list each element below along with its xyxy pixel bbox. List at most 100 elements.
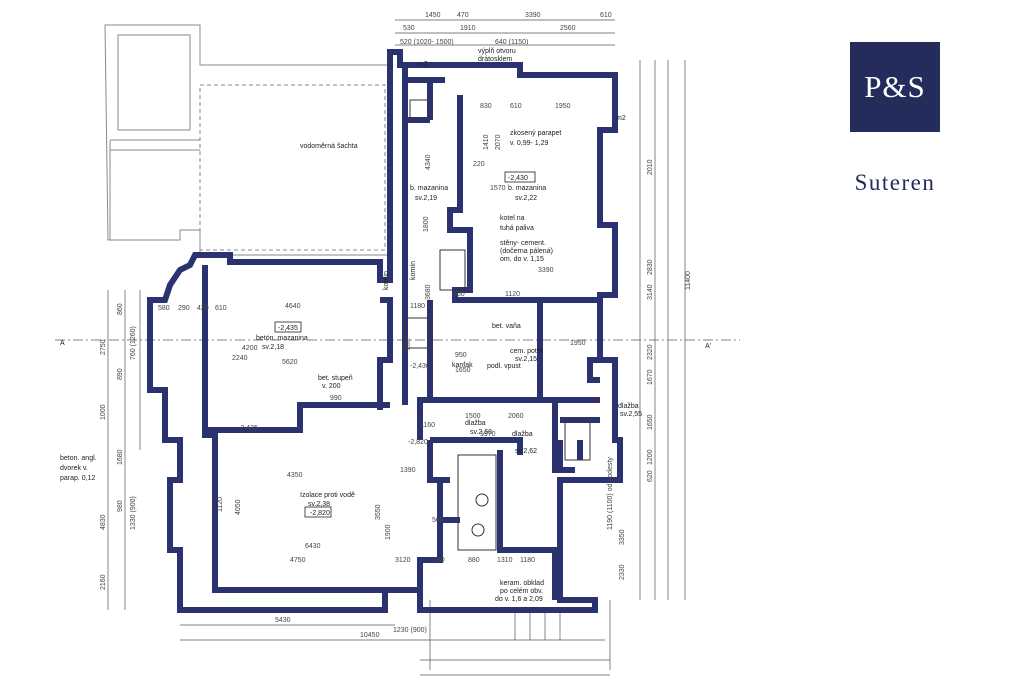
dim-right: 1670 [647, 369, 654, 385]
room-label: kanfak [452, 362, 473, 369]
dim-inner: 220 [473, 161, 485, 168]
shaft-fixture [409, 99, 429, 121]
dim-inner: 1310 [497, 557, 513, 564]
dim-bottom: 1180 [520, 557, 535, 564]
room-label: zkosený parapet [510, 130, 561, 137]
dim-right: 2830 [647, 259, 654, 275]
dim-inner: 610 [510, 103, 522, 110]
dim-left: 4830 [100, 514, 107, 530]
room-label: sv.2,15 [515, 356, 537, 363]
dim-lines-right [639, 60, 686, 600]
dim-top: 3390 [525, 12, 541, 19]
dim-inner: 1120 [217, 497, 224, 512]
dim-top: 640 (1150) [495, 39, 528, 46]
room-label: betón. mazanina [256, 335, 308, 342]
room-label: -2,820 [310, 510, 330, 517]
room-label: v. 200 [322, 383, 341, 390]
room-label: beton. angl. [60, 455, 97, 462]
misc-label: komín [383, 271, 390, 290]
brand-logo: P&S [850, 42, 940, 132]
room-label: dvorek v. [60, 465, 88, 472]
room-label: kotel na [500, 215, 525, 222]
dim-inner: 2060 [508, 413, 524, 420]
dim-bottom: 5430 [275, 617, 291, 624]
sink-fixture [471, 523, 485, 537]
wall-west-rooms [202, 265, 390, 593]
stair-lines [429, 600, 611, 670]
room-label: drátosklem [478, 56, 512, 63]
dim-inner: 4050 [235, 499, 242, 515]
dim-right: 3140 [647, 284, 654, 300]
dim-lines-left [107, 290, 141, 610]
room-label: om. do v. 1,15 [500, 256, 544, 263]
dim-inner: 1970 [480, 431, 496, 438]
dim-inner: 610 [215, 305, 227, 312]
dim-inner: 580 [158, 305, 170, 312]
shower-fixture [457, 454, 497, 551]
dim-left: 860 [117, 303, 124, 315]
misc-label: m2 [418, 61, 428, 68]
dim-right: 620 [647, 470, 654, 482]
room-label: dlažba [618, 403, 639, 410]
room-label: výplň otvoru [478, 48, 516, 55]
dim-inner: 830 [480, 103, 492, 110]
wc-fixture [564, 419, 591, 461]
misc-label: m2 [616, 115, 626, 122]
dim-inner: 1120 [505, 291, 520, 298]
dim-lines-top [395, 19, 615, 46]
wall-wc [427, 400, 600, 483]
dim-inner: 5620 [282, 359, 298, 366]
dim-top: 1910 [460, 25, 476, 32]
room-label: bet. vaňa [492, 323, 521, 330]
dim-inner: 860 [453, 291, 465, 298]
room-label: sv.2,19 [415, 195, 437, 202]
room-label: vodoměrná šachta [300, 143, 358, 150]
dim-top: 2560 [560, 25, 576, 32]
dim-inner: 1900 [385, 524, 392, 540]
page-title: Suteren [854, 170, 936, 195]
dim-inner: 3390 [538, 267, 554, 274]
room-label: cem. potěr [510, 348, 544, 355]
room-label: sv.2,38 [308, 501, 330, 508]
room-label: (dočerna pálená) [500, 248, 553, 255]
dim-inner: 1160 [420, 422, 435, 429]
dim-bottom: 10450 [360, 632, 380, 639]
level-marker: -2,430 [410, 363, 430, 370]
dim-left: 2750 [100, 339, 107, 355]
dim-inner: 2240 [232, 355, 248, 362]
dim-left: 890 [117, 368, 124, 380]
dim-inner: 1180 [410, 303, 425, 310]
dim-inner: 3680 [425, 284, 432, 300]
dim-bottom: 880 [468, 557, 480, 564]
misc-label: komín [410, 261, 417, 280]
room-label: sv.2,18 [262, 344, 284, 351]
wall-shaft [402, 65, 445, 405]
dim-left: 2160 [100, 574, 107, 590]
dim-inner: 990 [330, 395, 342, 402]
dim-inner: 4350 [287, 472, 303, 479]
level-marker: -2,435 [238, 425, 258, 432]
yard-lines [109, 139, 200, 240]
dim-inner: 1410 [483, 134, 490, 150]
dim-inner: 2070 [495, 134, 502, 150]
dim-right: 2320 [647, 344, 654, 360]
dim-left: 760 (1260) [130, 326, 137, 360]
wall-middle [377, 297, 393, 410]
section-marker-a: A [60, 340, 65, 347]
room-label: b. mazanina [508, 185, 546, 192]
dim-inner: 200 [405, 338, 412, 350]
dim-inner: 1950 [555, 103, 571, 110]
section-marker-a-prime: A' [705, 343, 711, 350]
level-box-3 [304, 506, 332, 518]
dim-right: 1190 (1100) od podesty [607, 457, 614, 530]
room-label: stěny- cement. [500, 240, 546, 247]
room-label: keram. obklad [500, 580, 544, 587]
room-label: dlažba [512, 431, 533, 438]
dim-inner: 1950 [570, 340, 586, 347]
dim-right: 2010 [647, 159, 654, 175]
wall-perimeter [147, 65, 620, 613]
dim-top: 520 (1020- 1500) [400, 39, 454, 46]
room-label: b. mazanina [410, 185, 448, 192]
dim-left: 1000 [100, 404, 107, 420]
